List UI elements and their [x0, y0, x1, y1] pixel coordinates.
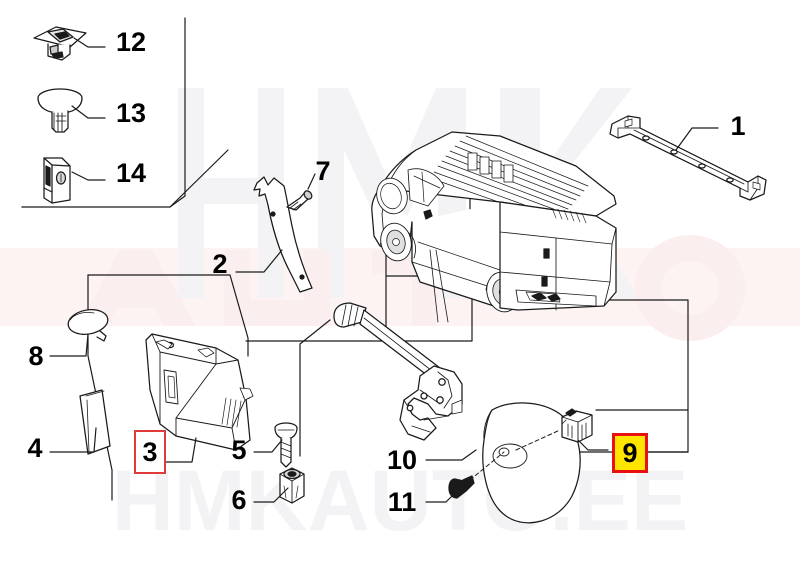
callout-3-label: 3 [142, 436, 158, 467]
part-storage-tray [145, 333, 254, 451]
watermark-bottom-text: HMKAUTO.EE [112, 453, 689, 549]
part-trim-strip [79, 389, 111, 455]
callout-1-label: 1 [730, 110, 746, 141]
part-push-rivet [37, 88, 83, 133]
part-screw [274, 422, 298, 468]
leader-lines [49, 37, 719, 503]
callout-9[interactable]: 9 [612, 433, 648, 473]
callout-6[interactable]: 6 [226, 484, 252, 516]
part-cover-fastener [448, 429, 561, 499]
part-panel-clip [33, 26, 87, 61]
callout-14-label: 14 [115, 157, 147, 188]
callout-5-label: 5 [231, 434, 247, 465]
part-nut-grommet [279, 467, 305, 504]
callout-11-label: 11 [387, 486, 417, 517]
part-roof-rail [609, 115, 767, 201]
callout-11[interactable]: 11 [381, 486, 423, 518]
callout-3[interactable]: 3 [134, 430, 166, 474]
callout-8-label: 8 [28, 340, 44, 371]
callout-14[interactable]: 14 [110, 156, 152, 190]
callout-2[interactable]: 2 [207, 248, 233, 280]
callout-1[interactable]: 1 [723, 110, 753, 142]
callout-12[interactable]: 12 [110, 25, 152, 59]
callout-10-label: 10 [386, 444, 418, 475]
callout-7-label: 7 [315, 155, 331, 186]
callout-10[interactable]: 10 [381, 444, 423, 476]
callout-7[interactable]: 7 [310, 155, 336, 187]
part-bracket-clip [43, 157, 71, 204]
part-retaining-clip [561, 408, 593, 443]
part-scissor-jack [333, 302, 463, 441]
callout-9-label: 9 [622, 437, 638, 468]
callout-4[interactable]: 4 [22, 432, 48, 464]
callout-6-label: 6 [231, 484, 247, 515]
callout-5[interactable]: 5 [226, 434, 252, 466]
callout-4-label: 4 [27, 432, 43, 463]
callout-13[interactable]: 13 [110, 96, 152, 130]
callout-2-label: 2 [212, 248, 228, 279]
part-round-cap [67, 309, 109, 342]
callout-13-label: 13 [115, 97, 147, 128]
part-van-body [371, 131, 617, 323]
part-pillar-trim [253, 176, 313, 293]
callout-8[interactable]: 8 [23, 340, 49, 372]
callout-12-label: 12 [115, 26, 147, 57]
part-trim-bolt [286, 190, 313, 211]
